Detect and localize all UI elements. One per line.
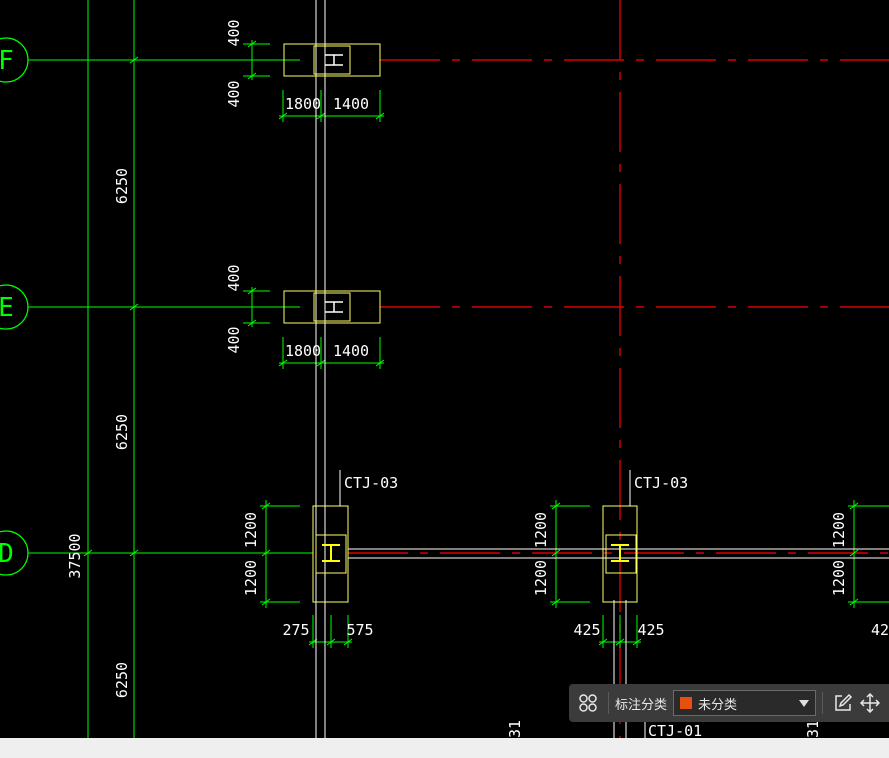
dim-ctj2-1200-bottom: 1200 xyxy=(532,560,550,596)
dim-ctj1-1200-bottom: 1200 xyxy=(242,560,260,596)
ctj-label-2: CTJ-03 xyxy=(634,474,688,492)
dim-ctj1-275: 275 xyxy=(282,621,309,639)
partial-label-b: 31 xyxy=(804,720,822,738)
dim-ctj1-575: 575 xyxy=(346,621,373,639)
edit-icon xyxy=(834,693,852,711)
dim-ctj3-42: 42 xyxy=(871,621,889,639)
axis-bubble-e xyxy=(0,284,29,330)
edit-annotation-button[interactable] xyxy=(829,689,856,717)
footings xyxy=(283,43,638,603)
axis-bubble-f xyxy=(0,37,29,83)
axis-label-e: E xyxy=(0,293,14,323)
structure-lines xyxy=(315,0,889,738)
axis-lines xyxy=(348,0,889,738)
dim-6250-1: 6250 xyxy=(113,168,131,204)
annotation-toolbar: 标注分类 未分类 xyxy=(569,684,889,722)
dim-6250-2: 6250 xyxy=(113,414,131,450)
dim-ctj3-1200-bottom: 1200 xyxy=(830,560,848,596)
dim-ctj2-1200-top: 1200 xyxy=(532,512,550,548)
category-color-swatch xyxy=(679,697,692,709)
footing-f xyxy=(283,43,381,77)
green-grid xyxy=(28,0,889,738)
axis-label-f: F xyxy=(0,46,14,76)
move-toolbar-button[interactable] xyxy=(856,689,883,717)
footing-ctj-2 xyxy=(602,505,638,603)
dim-e-1800: 1800 xyxy=(285,342,321,360)
footing-ctj-1 xyxy=(312,505,349,603)
partial-label-a: 31 xyxy=(506,720,524,738)
toolbar-separator xyxy=(822,692,824,714)
dim-f-400-bottom: 400 xyxy=(225,80,243,107)
dim-ctj2-425-left: 425 xyxy=(573,621,600,639)
dim-e-1400: 1400 xyxy=(333,342,369,360)
grid-view-button[interactable] xyxy=(575,689,602,717)
cad-drawing-canvas[interactable]: F E D 37500 6250 625 xyxy=(0,0,889,738)
dim-e-400-bottom: 400 xyxy=(225,326,243,353)
dim-ctj1-1200-top: 1200 xyxy=(242,512,260,548)
footing-e xyxy=(283,290,381,324)
move-icon xyxy=(859,693,880,713)
dim-f-1800: 1800 xyxy=(285,95,321,113)
ctj-label-3: CTJ-01 xyxy=(648,722,702,738)
annotation-category-label: 标注分类 xyxy=(614,696,667,712)
grid-view-icon xyxy=(579,694,598,712)
dim-f-400-top: 400 xyxy=(225,19,243,46)
dim-f-1400: 1400 xyxy=(333,95,369,113)
dim-ctj3-1200-top: 1200 xyxy=(830,512,848,548)
dim-ctj2-425-right: 425 xyxy=(637,621,664,639)
axis-label-d: D xyxy=(0,539,14,569)
axis-bubbles xyxy=(0,37,29,576)
axis-bubble-d xyxy=(0,530,29,576)
status-strip xyxy=(0,738,889,758)
chevron-down-icon xyxy=(799,699,810,707)
dim-e-400-top: 400 xyxy=(225,264,243,291)
annotation-category-select[interactable]: 未分类 xyxy=(672,690,817,716)
annotation-category-value: 未分类 xyxy=(697,696,737,712)
ctj-label-1: CTJ-03 xyxy=(344,474,398,492)
toolbar-separator xyxy=(607,692,609,714)
dim-total-37500: 37500 xyxy=(66,533,84,578)
dim-6250-3: 6250 xyxy=(113,662,131,698)
